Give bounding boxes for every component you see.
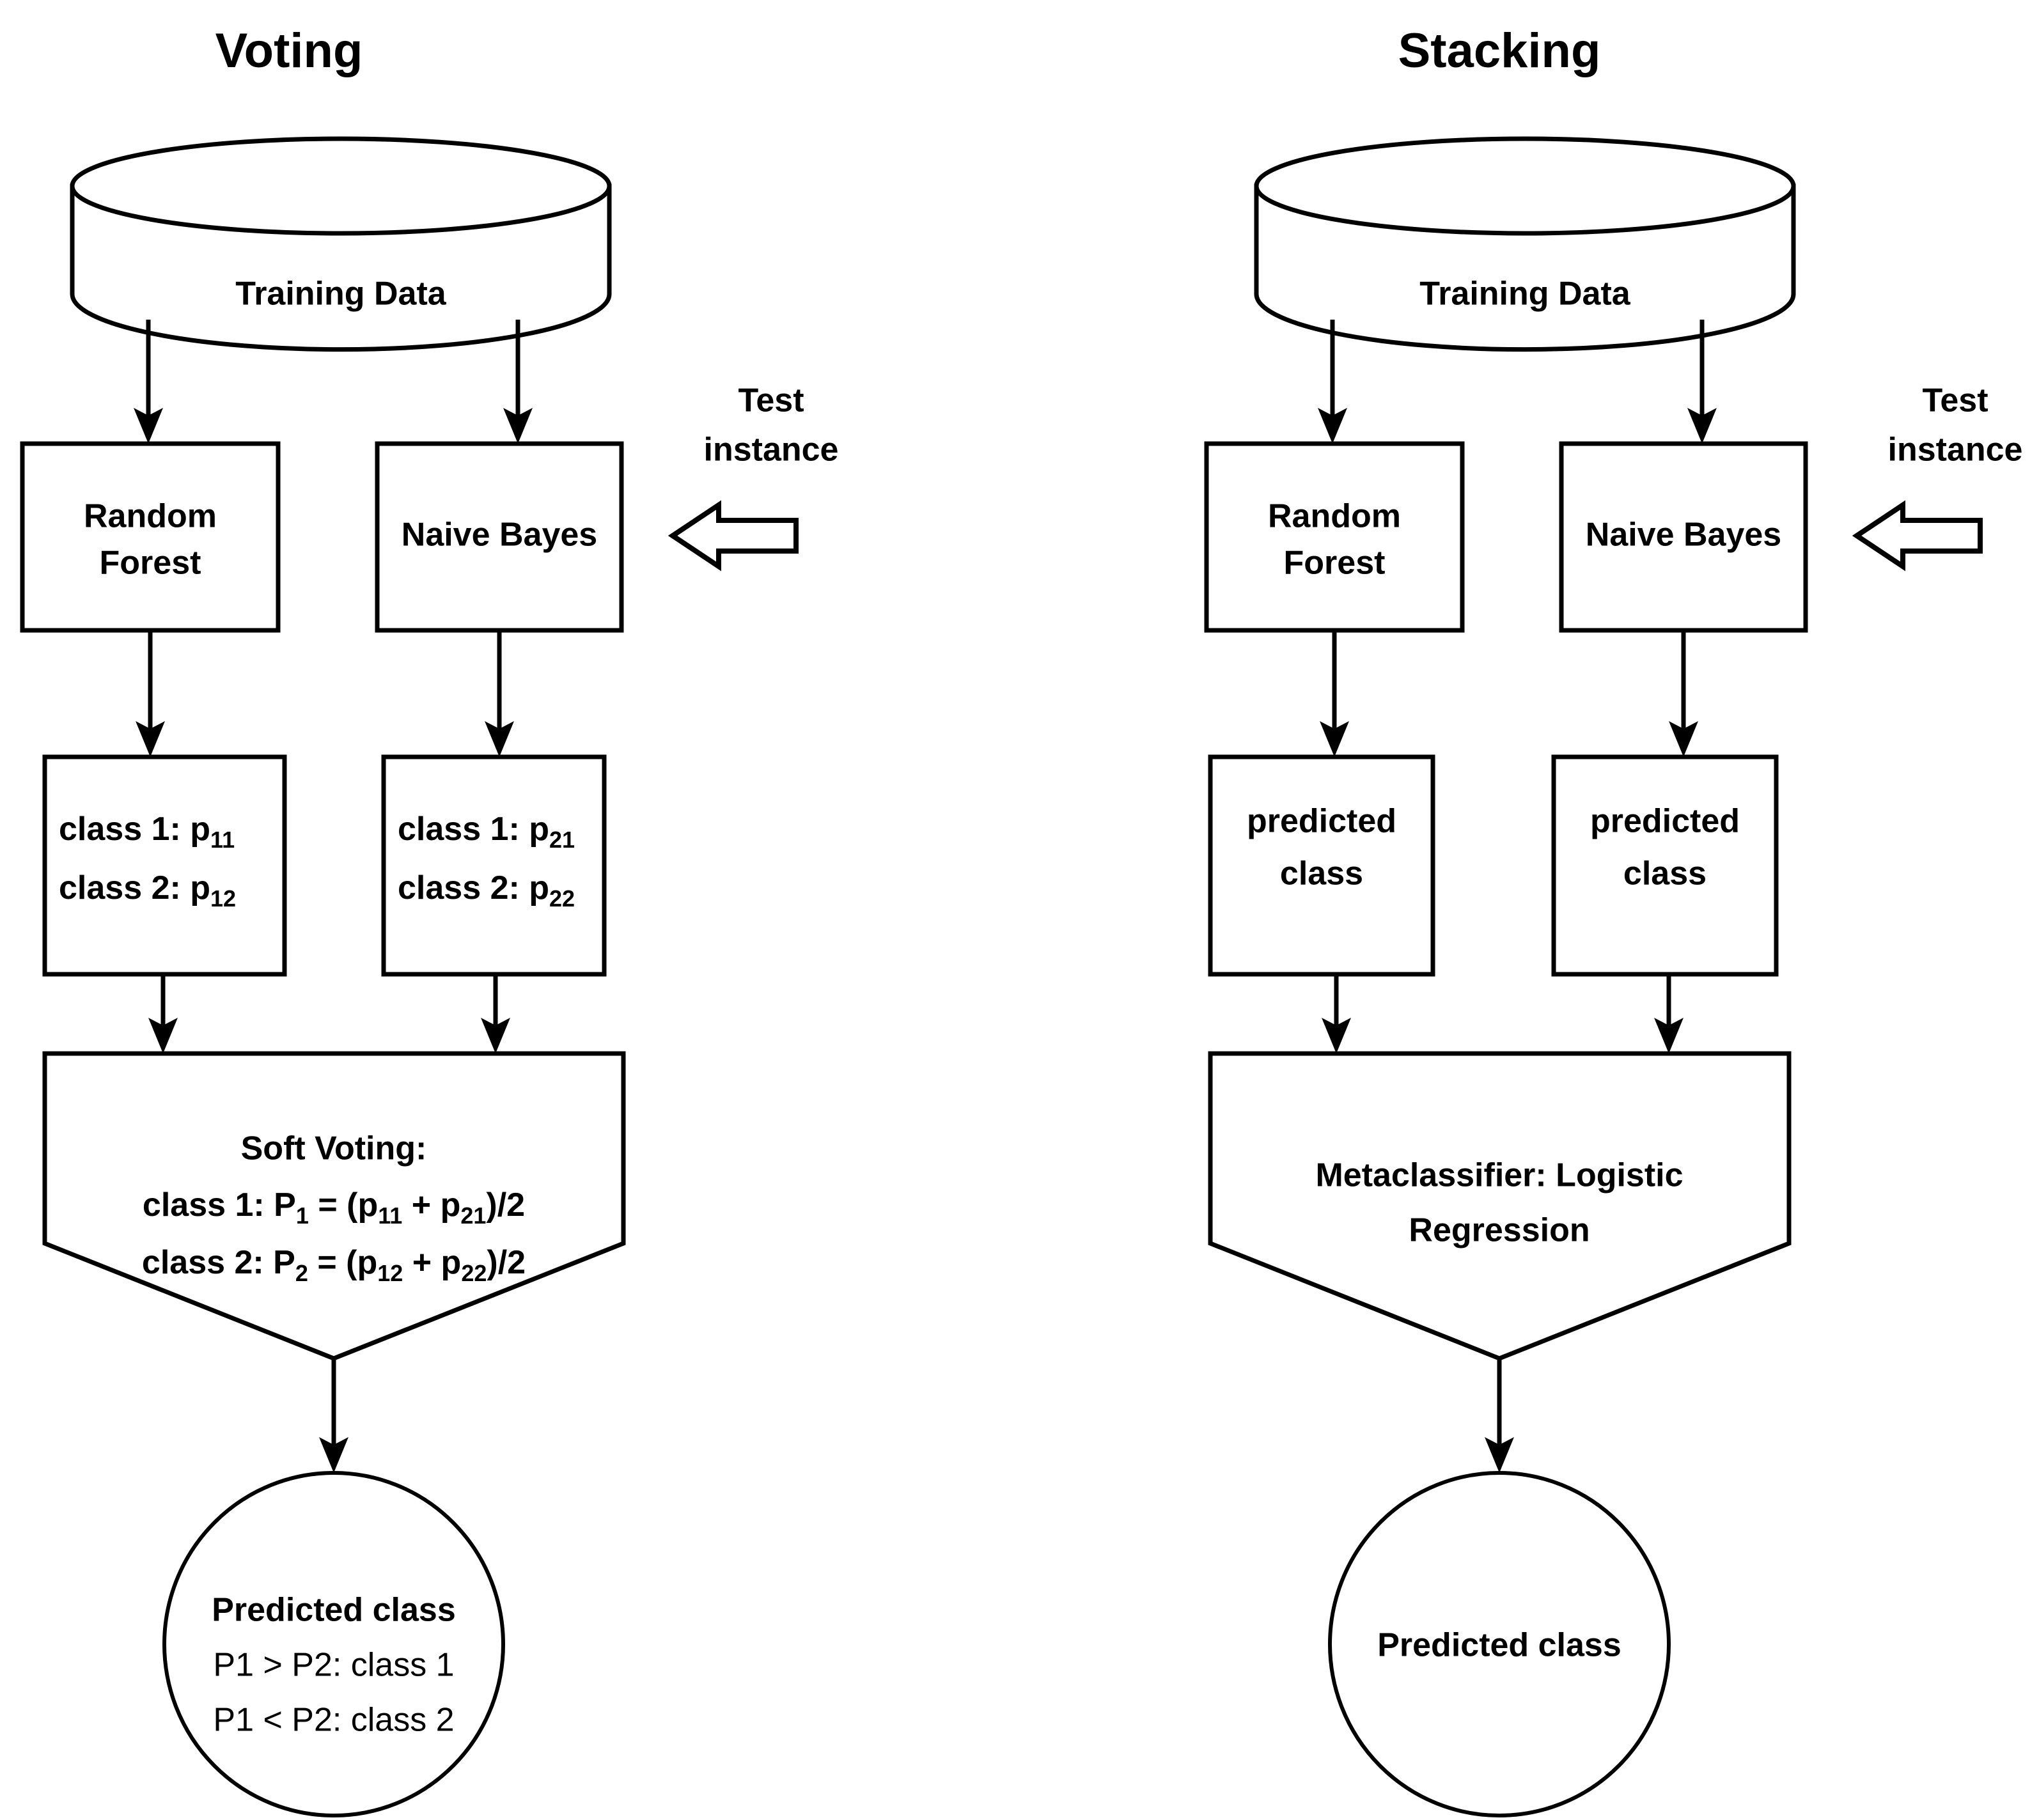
edge-rf-to-probs-voting	[136, 630, 165, 757]
random-forest-label-line2-stacking: Forest	[1284, 545, 1386, 582]
metaclassifier-line2: Regression	[1409, 1212, 1590, 1249]
edge-data-to-rf-stacking	[1318, 320, 1347, 444]
test-instance-label-line2: instance	[704, 432, 839, 469]
base-learner-naive-bayes-voting: Naive Bayes	[375, 441, 624, 633]
prob-line-2-nb: class 2: p22	[398, 869, 575, 912]
soft-voting-formula-2: class 2: P2 = (p12 + p22)/2	[142, 1244, 526, 1286]
prob-line-2-rf: class 2: p12	[59, 869, 236, 912]
panel-title-voting: Voting	[215, 24, 363, 78]
edge-pred-rf-to-meta-stacking	[1322, 974, 1351, 1054]
result-predicted-class-stacking: Predicted class	[1328, 1471, 1671, 1817]
training-data-label-stacking: Training Data	[1419, 276, 1630, 313]
predicted-class-box-rf-stacking: predicted class	[1208, 754, 1435, 977]
soft-voting-formula-1: class 1: P1 = (p11 + p21)/2	[143, 1186, 525, 1229]
result-predicted-class-voting: Predicted class P1 > P2: class 1 P1 < P2…	[162, 1471, 505, 1817]
prob-line-1-nb: class 1: p21	[398, 811, 575, 853]
random-forest-label-line1: Random	[84, 498, 217, 535]
edge-rf-to-pred-stacking	[1320, 630, 1349, 757]
edge-pred-nb-to-meta-stacking	[1654, 974, 1684, 1054]
naive-bayes-label: Naive Bayes	[402, 517, 597, 554]
metaclassifier-line1: Metaclassifier: Logistic	[1315, 1157, 1683, 1194]
result-rule-2-voting: P1 < P2: class 2	[213, 1702, 454, 1739]
result-title-voting: Predicted class	[212, 1592, 456, 1629]
panel-voting: Voting Training Data Random Forest Naive…	[20, 24, 839, 1817]
predicted-class-line1-rf: predicted	[1247, 803, 1396, 840]
test-instance-label-line1: Test	[738, 382, 804, 419]
random-forest-label-line2: Forest	[100, 545, 201, 582]
edge-meta-to-result-stacking	[1485, 1358, 1514, 1473]
training-data-cylinder-stacking: Training Data	[1254, 136, 1796, 352]
edge-data-to-nb-voting	[503, 320, 533, 444]
test-instance-label-line2-stacking: instance	[1888, 432, 2023, 469]
edge-probs-rf-to-combiner-voting	[148, 974, 178, 1054]
base-learner-random-forest-voting: Random Forest	[20, 441, 281, 633]
edge-combiner-to-result-voting	[319, 1358, 348, 1473]
edge-data-to-rf-voting	[134, 320, 163, 444]
training-data-label-voting: Training Data	[235, 276, 446, 313]
edge-nb-to-pred-stacking	[1669, 630, 1698, 757]
predicted-class-line2-rf: class	[1280, 855, 1363, 892]
test-instance-label-line1-stacking: Test	[1922, 382, 1988, 419]
predicted-class-box-nb-stacking: predicted class	[1551, 754, 1779, 977]
edge-data-to-nb-stacking	[1687, 320, 1717, 444]
panel-stacking: Stacking Training Data Random Forest Nai…	[1204, 24, 2023, 1817]
training-data-cylinder-voting: Training Data	[70, 136, 612, 352]
base-learner-random-forest-stacking: Random Forest	[1204, 441, 1465, 633]
naive-bayes-label-stacking: Naive Bayes	[1586, 517, 1781, 554]
combiner-metaclassifier-stacking: Metaclassifier: Logistic Regression	[1208, 1051, 1792, 1361]
panel-title-stacking: Stacking	[1398, 24, 1601, 78]
edge-probs-nb-to-combiner-voting	[481, 974, 510, 1054]
edge-nb-to-probs-voting	[485, 630, 514, 757]
probability-box-nb-voting: class 1: p21 class 2: p22	[381, 754, 607, 977]
combiner-soft-voting: Soft Voting: class 1: P1 = (p11 + p21)/2…	[42, 1051, 626, 1361]
random-forest-label-line1-stacking: Random	[1268, 498, 1401, 535]
test-instance-arrow-icon	[668, 500, 799, 572]
test-instance-voting: Test instance	[668, 382, 839, 572]
test-instance-stacking: Test instance	[1852, 382, 2023, 572]
predicted-class-line2-nb: class	[1623, 855, 1707, 892]
test-instance-arrow-icon-stacking	[1852, 500, 1983, 572]
result-title-stacking: Predicted class	[1377, 1627, 1621, 1664]
soft-voting-title: Soft Voting:	[241, 1130, 427, 1167]
prob-line-1-rf: class 1: p11	[59, 811, 235, 853]
predicted-class-line1-nb: predicted	[1590, 803, 1740, 840]
probability-box-rf-voting: class 1: p11 class 2: p12	[42, 754, 287, 977]
base-learner-naive-bayes-stacking: Naive Bayes	[1559, 441, 1808, 633]
result-rule-1-voting: P1 > P2: class 1	[213, 1647, 454, 1684]
